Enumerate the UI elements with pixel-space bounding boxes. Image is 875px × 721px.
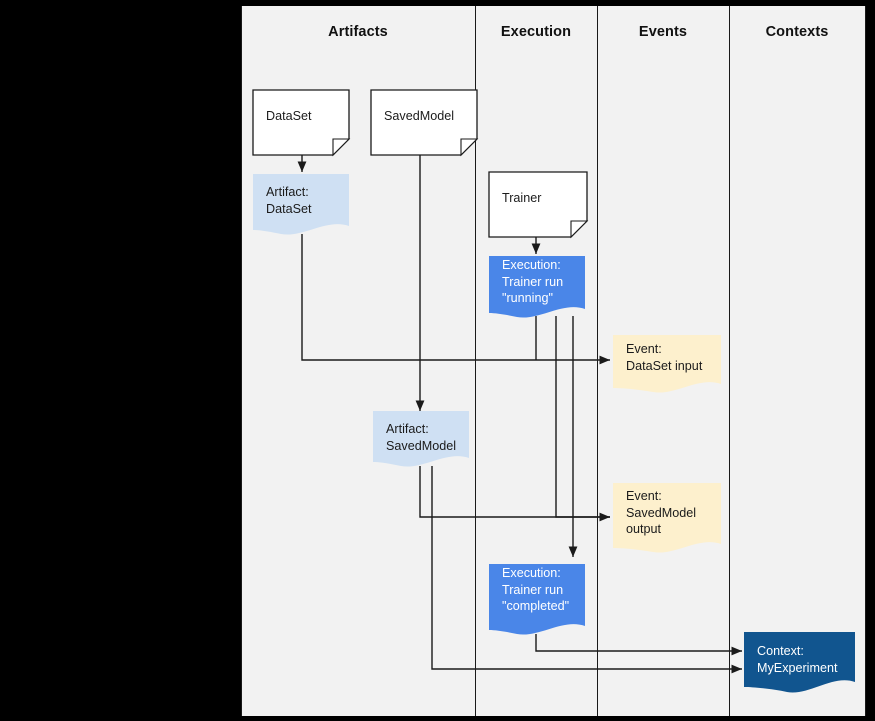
lane-header-execution: Execution bbox=[500, 24, 572, 40]
edge-exec-running-to-event-output bbox=[555, 316, 610, 518]
context-shape-myexperiment[interactable] bbox=[744, 632, 855, 693]
lane-header-contexts: Contexts bbox=[765, 24, 829, 40]
event-shape-dataset-input[interactable] bbox=[613, 335, 721, 393]
edge-artifact-dataset-to-event-input bbox=[301, 234, 611, 365]
lane-divider-events bbox=[729, 6, 731, 716]
lane-divider-execution bbox=[597, 6, 599, 716]
edge-artifact-savedmodel-to-context bbox=[431, 466, 743, 674]
document-savedmodel[interactable] bbox=[370, 89, 479, 157]
document-trainer[interactable] bbox=[488, 171, 589, 239]
connector-layer bbox=[297, 155, 743, 674]
execution-shape-completed[interactable] bbox=[489, 564, 585, 635]
edge-exec-completed-to-context bbox=[535, 634, 743, 656]
artifact-shape-dataset[interactable] bbox=[253, 174, 349, 235]
lane-divider-left bbox=[241, 6, 243, 716]
lane-header-artifacts: Artifacts bbox=[328, 24, 388, 40]
lane-header-events: Events bbox=[638, 24, 688, 40]
document-dataset[interactable] bbox=[252, 89, 351, 157]
edge-artifact-savedmodel-to-event-output bbox=[419, 466, 611, 522]
lane-divider-artifacts bbox=[475, 6, 477, 716]
lane-divider-right bbox=[864, 6, 866, 716]
diagram-svg bbox=[252, 89, 855, 693]
event-shape-savedmodel-output[interactable] bbox=[613, 483, 721, 553]
artifact-shape-savedmodel[interactable] bbox=[373, 411, 469, 467]
execution-shape-running[interactable] bbox=[489, 256, 585, 318]
diagram-panel: Artifacts Execution Events Contexts bbox=[241, 6, 866, 716]
